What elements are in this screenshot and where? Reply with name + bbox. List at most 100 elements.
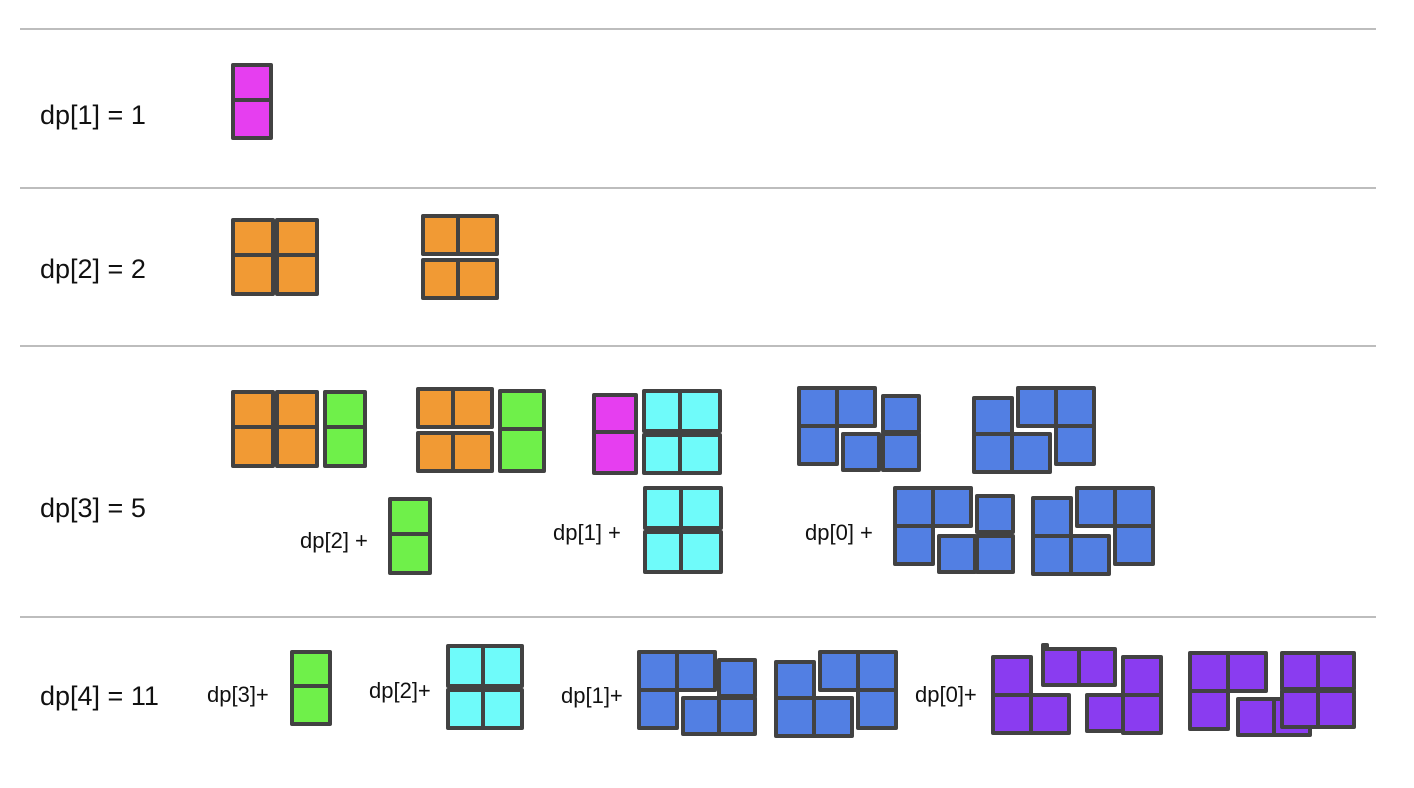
purple-tromino-cell bbox=[1121, 693, 1163, 735]
row-label-dp4: dp[4] = 11 bbox=[40, 681, 159, 711]
purple-tromino-cell bbox=[991, 655, 1033, 697]
term-label-dp2: dp[2]+ bbox=[369, 678, 431, 703]
tile-cell bbox=[275, 218, 319, 257]
tile-cell bbox=[481, 644, 524, 688]
purple-tromino-cell bbox=[1236, 697, 1276, 737]
tile-cell bbox=[446, 688, 485, 730]
blue-tromino-cell bbox=[717, 696, 757, 736]
blue-tromino-cell bbox=[797, 386, 839, 428]
purple-tromino-cell bbox=[1029, 693, 1071, 735]
purple-tromino-cell bbox=[1121, 655, 1163, 697]
purple-tromino-cell bbox=[1316, 689, 1356, 729]
blue-tromino-cell bbox=[1075, 486, 1117, 528]
blue-tromino-cell bbox=[1031, 496, 1073, 538]
purple-tromino-cell bbox=[1188, 651, 1230, 693]
tile-cell bbox=[679, 486, 723, 530]
tile-cell bbox=[642, 389, 682, 433]
blue-tromino-cell bbox=[1010, 432, 1052, 474]
tile-cell bbox=[592, 393, 638, 434]
tile-cell bbox=[275, 390, 319, 429]
purple-tromino-cell bbox=[1085, 693, 1125, 733]
blue-tromino-cell bbox=[1113, 524, 1155, 566]
term-label-dp0: dp[0] + bbox=[805, 520, 873, 545]
blue-tromino-cell bbox=[975, 494, 1015, 534]
term-label-dp2: dp[2] + bbox=[300, 528, 368, 553]
purple-tromino-cell bbox=[1226, 651, 1268, 693]
blue-tromino-cell bbox=[637, 688, 679, 730]
tile-cell bbox=[290, 684, 332, 726]
purple-tromino-cell bbox=[1188, 689, 1230, 731]
divider-3 bbox=[20, 616, 1376, 618]
blue-tromino-cell bbox=[881, 394, 921, 434]
tile-cell bbox=[275, 425, 319, 468]
blue-tromino-cell bbox=[818, 650, 860, 692]
blue-tromino-cell bbox=[1069, 534, 1111, 576]
term-label-dp0: dp[0]+ bbox=[915, 682, 977, 707]
term-label-dp3: dp[3]+ bbox=[207, 682, 269, 707]
divider-1 bbox=[20, 187, 1376, 189]
tile-cell bbox=[231, 253, 275, 296]
purple-tromino-cell bbox=[991, 693, 1033, 735]
tile-cell bbox=[642, 433, 682, 475]
tile-cell bbox=[498, 389, 546, 431]
tile-cell bbox=[643, 486, 683, 530]
blue-tromino-cell bbox=[937, 534, 977, 574]
blue-tromino-cell bbox=[975, 534, 1015, 574]
tile-cell bbox=[678, 433, 722, 475]
tile-cell bbox=[456, 258, 499, 300]
purple-tromino-cell bbox=[1077, 647, 1117, 687]
tile-cell bbox=[446, 644, 485, 688]
purple-tromino-cell bbox=[1280, 651, 1320, 691]
tile-cell bbox=[416, 387, 455, 429]
blue-tromino-cell bbox=[856, 688, 898, 730]
blue-tromino-cell bbox=[1054, 424, 1096, 466]
tile-cell bbox=[678, 389, 722, 433]
purple-tromino-cell bbox=[1316, 651, 1356, 691]
tile-cell bbox=[498, 427, 546, 473]
term-label-dp1: dp[1] + bbox=[553, 520, 621, 545]
divider-2 bbox=[20, 345, 1376, 347]
tile-cell bbox=[275, 253, 319, 296]
tile-cell bbox=[231, 390, 275, 429]
blue-tromino-cell bbox=[637, 650, 679, 692]
term-label-dp1: dp[1]+ bbox=[561, 683, 623, 708]
tile-cell bbox=[421, 214, 460, 256]
tile-cell bbox=[323, 390, 367, 429]
blue-tromino-cell bbox=[835, 386, 877, 428]
blue-tromino-cell bbox=[717, 658, 757, 698]
blue-tromino-cell bbox=[1031, 534, 1073, 576]
tile-cell bbox=[456, 214, 499, 256]
blue-tromino-cell bbox=[797, 424, 839, 466]
divider-top bbox=[20, 28, 1376, 30]
tile-cell bbox=[416, 431, 455, 473]
blue-tromino-cell bbox=[774, 696, 816, 738]
tile-cell bbox=[290, 650, 332, 688]
tile-cell bbox=[451, 431, 494, 473]
tile-cell bbox=[231, 63, 273, 102]
row-label-dp2: dp[2] = 2 bbox=[40, 254, 146, 284]
blue-tromino-cell bbox=[1016, 386, 1058, 428]
tile-cell bbox=[231, 218, 275, 257]
blue-tromino-cell bbox=[1054, 386, 1096, 428]
blue-tromino-cell bbox=[931, 486, 973, 528]
blue-tromino-cell bbox=[893, 524, 935, 566]
purple-tromino-cell bbox=[1280, 689, 1320, 729]
blue-tromino-cell bbox=[972, 432, 1014, 474]
tile-cell bbox=[323, 425, 367, 468]
row-label-dp1: dp[1] = 1 bbox=[40, 100, 146, 130]
blue-tromino-cell bbox=[812, 696, 854, 738]
tile-cell bbox=[643, 530, 683, 574]
tile-cell bbox=[451, 387, 494, 429]
tile-cell bbox=[388, 497, 432, 536]
tile-cell bbox=[231, 425, 275, 468]
blue-tromino-cell bbox=[841, 432, 881, 472]
tile-cell bbox=[421, 258, 460, 300]
tile-cell bbox=[388, 532, 432, 575]
row-label-dp3: dp[3] = 5 bbox=[40, 493, 146, 523]
tile-cell bbox=[679, 530, 723, 574]
blue-tromino-cell bbox=[972, 396, 1014, 438]
blue-tromino-cell bbox=[881, 432, 921, 472]
tile-cell bbox=[481, 688, 524, 730]
tile-cell bbox=[592, 430, 638, 475]
